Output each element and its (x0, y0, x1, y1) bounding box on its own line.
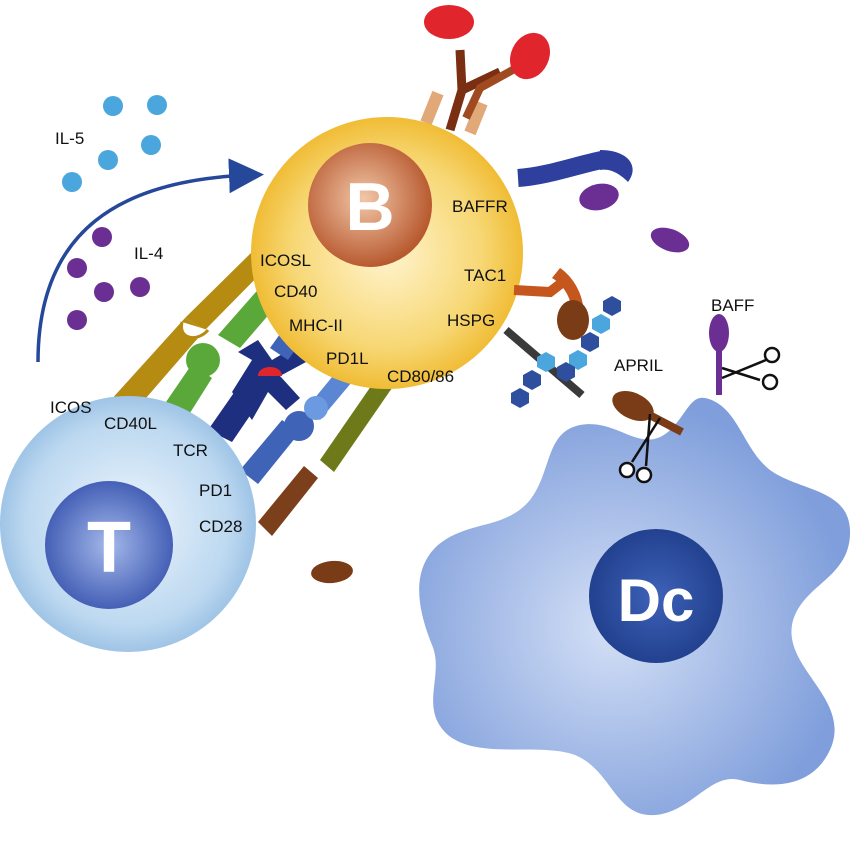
pd1-label: PD1 (199, 481, 232, 500)
hs-hexagon (592, 314, 610, 334)
tac1-bound-april (557, 300, 589, 340)
cd28-stalk (258, 466, 318, 536)
t-cell: T (0, 396, 256, 652)
heparan-sulfate-chain (511, 296, 621, 408)
baff-scissors-icon (721, 346, 781, 391)
cd28-cd80-pair (258, 376, 392, 536)
il4-cytokines: IL-4 (67, 227, 163, 330)
icos-label: ICOS (50, 398, 92, 417)
b-cell: B (251, 117, 523, 389)
bcr-base-left (420, 90, 444, 126)
baffr-bound-baff (579, 183, 619, 211)
cd80-86-stalk (320, 376, 392, 472)
bcr-base-right (464, 100, 488, 136)
il5-label: IL-5 (55, 129, 84, 148)
cd40-label: CD40 (274, 282, 317, 301)
icos-icosl-notch (180, 321, 210, 339)
tcr-label: TCR (173, 441, 208, 460)
b-cell-receptor (420, 5, 550, 136)
hs-hexagon (511, 388, 529, 408)
il4-dot (67, 310, 87, 330)
cd80-86-label: CD80/86 (387, 367, 454, 386)
hs-hexagon (569, 350, 587, 370)
hs-hexagon (603, 296, 621, 316)
april-head (612, 390, 654, 422)
april-label: APRIL (614, 356, 663, 375)
icosl-label: ICOSL (260, 251, 311, 270)
il5-dot (98, 150, 118, 170)
baffr-receptor (517, 150, 633, 211)
hspg-label: HSPG (447, 311, 495, 330)
bcr-heavy-chain (445, 49, 502, 132)
il5-cytokines: IL-5 (55, 95, 167, 192)
tcr-arms (232, 340, 306, 420)
pd1l-label: PD1L (326, 349, 369, 368)
b-cell-label: B (345, 169, 394, 245)
il5-dot (147, 95, 167, 115)
baff-label: BAFF (711, 296, 754, 315)
bcr-arm-right (462, 62, 522, 120)
dendritic-cell-nucleus (589, 529, 723, 663)
pd1-stalk (240, 420, 300, 484)
tac1-label: TAC1 (464, 266, 506, 285)
april-ligand: APRIL (612, 356, 684, 484)
bcr-antigen-top (424, 5, 474, 39)
il4-dot (67, 258, 87, 278)
il5-dot (62, 172, 82, 192)
baffr-hook (600, 150, 633, 182)
cd28-label: CD28 (199, 517, 242, 536)
hs-hexagon (537, 352, 555, 372)
il4-dot (94, 282, 114, 302)
b-cell-molecule-labels: BAFFR TAC1 HSPG ICOSL CD40 MHC-II PD1L C… (260, 197, 508, 386)
cd40l-head (186, 343, 220, 377)
baffr-label: BAFFR (452, 197, 508, 216)
pd1l-head (304, 396, 328, 420)
pd1-head (284, 411, 314, 441)
baffr-stalk (517, 151, 604, 187)
t-cell-label: T (87, 508, 131, 588)
baff-ligand: BAFF (709, 296, 781, 395)
hs-hexagon (581, 332, 599, 352)
tac1-receptor (513, 268, 589, 340)
dendritic-cell: Dc (419, 397, 850, 816)
hspg-proteoglycan (503, 296, 621, 408)
t-cell-nucleus (45, 481, 173, 609)
peptide-antigen (258, 367, 282, 376)
dendritic-cell-label: Dc (618, 567, 695, 634)
bcr-antigen-right (510, 32, 550, 80)
hs-hexagon (523, 370, 541, 390)
hs-hexagon (557, 362, 575, 382)
il5-dot (141, 135, 161, 155)
il4-dot (92, 227, 112, 247)
t-to-b-arrow (36, 158, 264, 363)
icosl-stalk (185, 250, 272, 330)
mhc2-label: MHC-II (289, 316, 343, 335)
b-cell-nucleus (308, 143, 432, 267)
il4-label: IL-4 (134, 244, 163, 263)
il5-dot (103, 96, 123, 116)
free-baff-particle (650, 227, 690, 253)
april-scissors-icon (618, 413, 662, 484)
il4-dot (130, 277, 150, 297)
free-april-particle (311, 560, 353, 584)
cd40l-label: CD40L (104, 414, 157, 433)
t-cell-molecule-labels: ICOS CD40L TCR PD1 CD28 (50, 398, 242, 536)
baff-head (709, 314, 729, 352)
